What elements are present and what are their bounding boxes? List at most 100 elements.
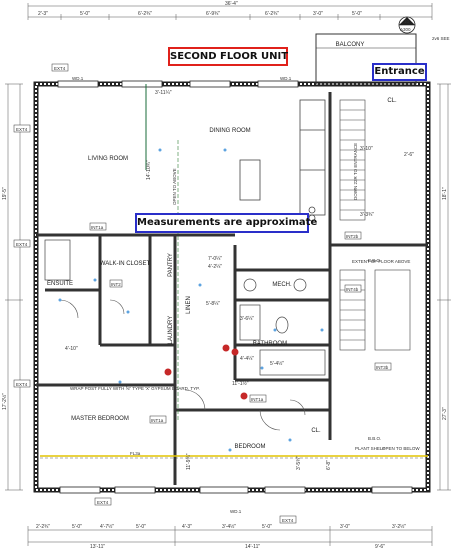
kitchen-fixtures [239,99,326,222]
dim-d5: 3'-6¼" [240,316,254,322]
bottom-dimension-lines [27,526,433,546]
tag-ext4-f: EXT4 [282,518,294,523]
dim-bottom-i: 3'-2½" [392,523,406,530]
room-pantry: PANTRY [168,253,174,277]
approx-callout: Measurements are approximate [135,213,317,233]
dim-d1: 3'-11¼" [155,90,172,96]
tag-ext4-d: EXT4 [16,382,28,387]
section-number: 10 [404,19,410,24]
dim-d13: 11'-9¾" [186,453,192,470]
tag-wd1-a: WD.1 [72,76,84,81]
dim-top-g: 5'-0" [352,11,362,17]
tag-ext4-c: EXT4 [16,242,28,247]
room-closet-top: CL. [387,98,397,104]
dim-bottom-f: 3'-4½" [222,523,236,530]
tag-ext4-b: EXT4 [16,127,28,132]
dim-d15: 6'-8" [326,460,332,470]
room-living-label: LIVING ROOM [88,156,128,162]
dim-left-b: 17'-2½" [1,393,8,410]
dim-d4: 5'-8¼" [206,301,220,307]
room-dining-label: DINING ROOM [209,128,250,134]
open-below-note: OPEN TO BELOW [382,446,420,451]
dim-d7: 4'-10" [65,346,78,352]
dim-top-f: 3'-0" [313,11,323,17]
dim-bottom-h: 3'-0" [340,524,350,530]
dim-d14: 3'-5¾" [296,456,302,470]
bbo-top: B.B.O. [368,258,381,263]
dim-bottom-total-left: 13'-11" [90,544,105,550]
side-dimension-lines [5,83,451,491]
tag-ext4-a: EXT4 [54,66,66,71]
room-dining: DINING ROOM [209,128,250,134]
dim-top-total: 36'-4" [225,1,238,7]
bbo-bottom: B.B.O. [368,436,381,441]
tag-int3b: INT3b [376,365,389,370]
dim-living-width: 14'-10¾" [146,160,152,180]
door-swings [59,299,306,431]
dim-left-a: 19'-5" [2,187,8,200]
floor-line [40,455,428,459]
room-mech: MECH. [272,282,292,288]
bottom-windows [59,486,413,494]
dim-bottom-g: 5'-0" [262,524,272,530]
interior-walls [36,92,428,485]
room-bathroom: BATHROOM [253,341,287,347]
tag-int1a-c: INT1a [251,397,264,402]
dim-d9: 5'-4½" [270,360,284,367]
stairs-down-note: EXTENT OF FLOOR ABOVE [352,259,410,264]
room-balcony: BALCONY [336,42,365,48]
see-note: 2v6 SEE [432,36,450,41]
dim-bottom-c: 4'-7½" [100,523,114,530]
dim-d11: 3'-10" [360,146,373,152]
dim-bottom-b: 5'-0" [72,524,82,530]
tag-ext4-e: EXT4 [97,500,109,505]
tag-int1a-a: INT1a [91,225,104,230]
dim-bottom-a: 2'-2¾" [36,524,50,530]
wrap-post-note: WRAP POST FULLY WITH ⅝" TYPE 'X' GYPSUM … [70,386,200,391]
dim-top-a: 2'-3" [38,11,48,17]
dim-top-d: 6'-9¾" [206,11,220,17]
dim-d12: 2'-6" [404,152,414,158]
open-to-above-note: OPEN TO ABOVE [172,168,177,205]
dim-bottom-total-right: 9'-6" [375,544,385,550]
room-walkin: WALK-IN CLOSET [100,261,151,267]
smoke-detector-icons [164,344,248,400]
room-laundry: LAUNDRY [168,316,174,345]
tag-int2b: INT2b [346,234,359,239]
dim-d3: 4'-2¼" [208,264,222,270]
dim-top-c: 6'-2¾" [138,11,152,17]
exterior-walls [33,81,431,493]
wall-tag-boxes [13,63,392,524]
dim-top-e: 6'-2¾" [265,11,279,17]
stairs-up-note: DOWN 22R TO ENTRANCE [353,143,358,200]
dim-top-b: 5'-0" [80,11,90,17]
dim-d10: 3'-3¾" [360,212,374,218]
top-dimension-lines [27,3,433,20]
room-master: MASTER BEDROOM [71,416,129,422]
dim-bottom-e: 4'-3" [182,524,192,530]
tag-int4b: INT4b [346,287,359,292]
tag-wd1-c: WD.1 [230,509,242,514]
room-living: LIVING ROOM [88,156,128,162]
dim-d2: 7'-0¼" [208,256,222,262]
plant-shelf-note: PLANT SHELF [355,446,385,451]
title-callout: SECOND FLOOR UNIT [168,47,288,66]
tag-int1a-b: INT1a [151,418,164,423]
top-windows [57,80,299,88]
floor-line-label: FL3a [130,451,141,456]
dim-bottom-total-mid: 14'-11" [245,544,260,550]
room-bedroom: BEDROOM [234,444,265,450]
tag-int2: INT2 [111,282,121,287]
section-ref: A300 [400,27,411,32]
room-ensuite: ENSUITE [47,281,73,287]
light-fixture-icons [58,148,324,452]
room-closet-bottom: CL. [311,428,321,434]
tag-wd1-b: WD.1 [280,76,292,81]
section-marker-icon [398,16,416,34]
bath-fixtures [44,239,326,376]
upper-stairs [339,99,366,221]
dim-d6: 4'-4¼" [240,356,254,362]
dim-right-a: 18'-1" [442,187,448,200]
dim-d8: 11'-1½" [232,380,249,387]
